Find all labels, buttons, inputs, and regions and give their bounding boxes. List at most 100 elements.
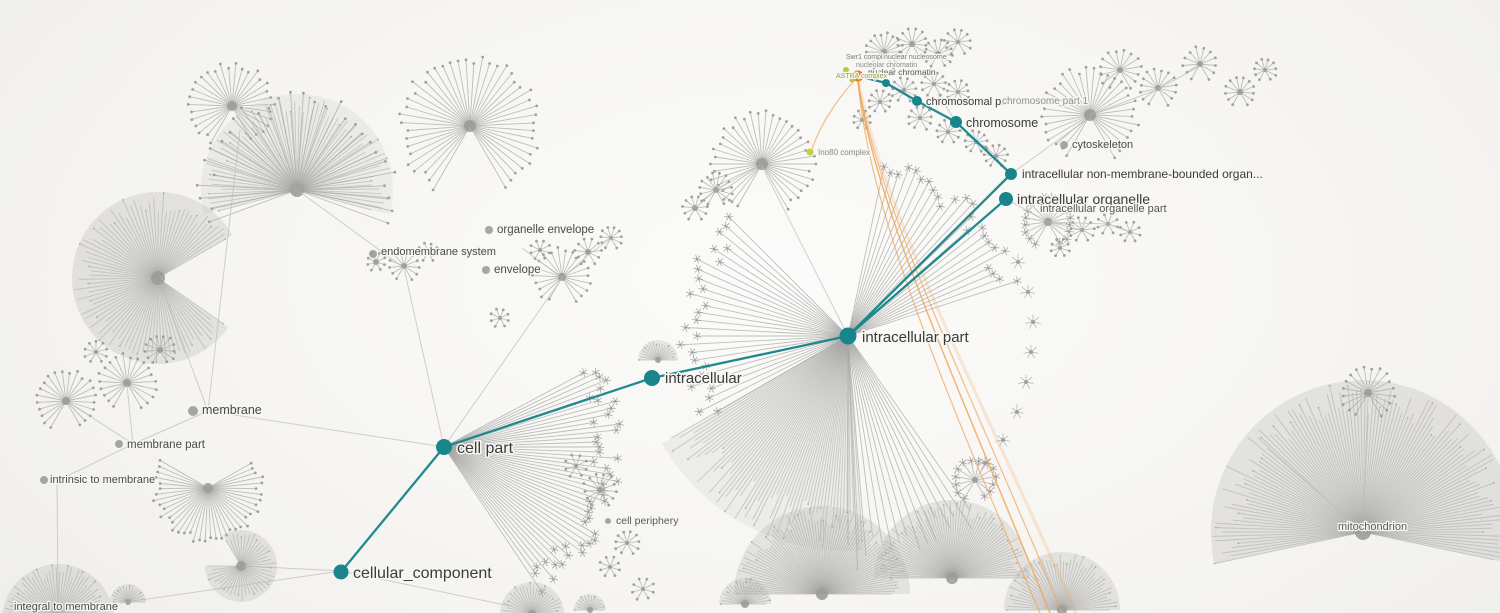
collapsed-cluster[interactable]: [83, 339, 109, 363]
collapsed-cluster[interactable]: [946, 79, 971, 104]
graph-node-cell-part[interactable]: [436, 439, 452, 455]
graph-node-intracellular-part[interactable]: [839, 327, 857, 345]
cluster-center[interactable]: [625, 541, 629, 545]
graph-node-minor[interactable]: [1060, 141, 1068, 149]
collapsed-cluster[interactable]: [863, 31, 904, 71]
collapsed-cluster[interactable]: [1023, 345, 1039, 359]
collapsed-cluster[interactable]: [867, 89, 892, 113]
collapsed-cluster[interactable]: [995, 433, 1010, 447]
collapsed-cluster[interactable]: [1224, 76, 1255, 107]
cluster-center[interactable]: [597, 487, 603, 493]
collapsed-cluster[interactable]: [1069, 216, 1096, 242]
highlight-node[interactable]: [806, 148, 814, 156]
collapsed-cluster[interactable]: [366, 251, 387, 272]
cluster-center[interactable]: [151, 271, 165, 285]
collapsed-cluster[interactable]: [631, 577, 655, 601]
cluster-center[interactable]: [918, 116, 922, 120]
collapsed-cluster[interactable]: [1211, 380, 1500, 565]
collapsed-cluster[interactable]: [573, 237, 603, 266]
collapsed-cluster[interactable]: [573, 594, 606, 613]
cluster-center[interactable]: [426, 250, 430, 254]
collapsed-cluster[interactable]: [675, 212, 849, 417]
collapsed-cluster[interactable]: [205, 529, 277, 602]
graph-node-minor[interactable]: [482, 266, 490, 274]
graph-node-cellular-component[interactable]: [333, 564, 349, 580]
cluster-center[interactable]: [498, 316, 502, 320]
graph-node-minor[interactable]: [485, 226, 493, 234]
cluster-center[interactable]: [994, 154, 998, 158]
collapsed-cluster[interactable]: [709, 109, 818, 211]
cluster-center[interactable]: [1058, 246, 1062, 250]
collapsed-cluster[interactable]: [1011, 254, 1025, 269]
cluster-center[interactable]: [1001, 438, 1005, 442]
cluster-center[interactable]: [1015, 410, 1019, 414]
collapsed-cluster[interactable]: [942, 28, 972, 56]
collapsed-cluster[interactable]: [920, 70, 947, 97]
cluster-center[interactable]: [574, 464, 578, 468]
collapsed-cluster[interactable]: [417, 241, 439, 262]
collapsed-cluster[interactable]: [582, 472, 618, 507]
collapsed-cluster[interactable]: [1020, 284, 1036, 299]
graph-node-minor[interactable]: [188, 406, 198, 416]
collapsed-cluster[interactable]: [599, 226, 623, 250]
cluster-center[interactable]: [902, 88, 906, 92]
cluster-center[interactable]: [1016, 260, 1020, 264]
cluster-center[interactable]: [932, 82, 936, 86]
collapsed-cluster[interactable]: [935, 118, 962, 144]
collapsed-cluster[interactable]: [201, 93, 394, 215]
graph-node-intracellular[interactable]: [644, 370, 660, 386]
cluster-center[interactable]: [816, 588, 828, 600]
collapsed-cluster[interactable]: [661, 335, 864, 552]
cluster-center[interactable]: [946, 572, 958, 584]
collapsed-cluster[interactable]: [1139, 67, 1178, 107]
collapsed-cluster[interactable]: [489, 307, 510, 328]
collapsed-cluster[interactable]: [895, 27, 928, 59]
graph-node-chromosomal-part[interactable]: [912, 96, 922, 106]
collapsed-cluster[interactable]: [598, 555, 621, 578]
cluster-center[interactable]: [94, 350, 98, 354]
cluster-center[interactable]: [956, 90, 960, 94]
cluster-center[interactable]: [464, 120, 476, 132]
cluster-center[interactable]: [123, 379, 131, 387]
collapsed-cluster[interactable]: [1341, 365, 1397, 418]
cluster-center[interactable]: [1197, 61, 1203, 67]
cluster-center[interactable]: [878, 100, 882, 104]
cluster-center[interactable]: [655, 357, 661, 363]
cluster-center[interactable]: [972, 477, 978, 483]
graph-node-chromosome[interactable]: [950, 116, 962, 128]
cluster-center[interactable]: [1117, 67, 1123, 73]
collapsed-cluster[interactable]: [71, 191, 233, 364]
collapsed-cluster[interactable]: [1049, 237, 1071, 257]
cluster-center[interactable]: [641, 587, 645, 591]
cluster-center[interactable]: [935, 51, 941, 57]
highlight-node[interactable]: [843, 67, 849, 73]
collapsed-cluster[interactable]: [1253, 57, 1278, 82]
cluster-center[interactable]: [741, 600, 749, 608]
cluster-center[interactable]: [1029, 350, 1033, 354]
collapsed-cluster[interactable]: [638, 340, 678, 363]
collapsed-cluster[interactable]: [500, 581, 564, 613]
cluster-center[interactable]: [203, 483, 213, 493]
collapsed-cluster[interactable]: [152, 458, 265, 543]
collapsed-cluster[interactable]: [186, 62, 277, 145]
cluster-center[interactable]: [585, 249, 591, 255]
cluster-center[interactable]: [538, 248, 542, 252]
collapsed-cluster[interactable]: [143, 335, 176, 364]
collapsed-cluster[interactable]: [35, 370, 98, 429]
collapsed-cluster[interactable]: [1018, 374, 1034, 389]
cluster-center[interactable]: [528, 610, 536, 613]
graph-node-nucleosome[interactable]: [852, 70, 864, 82]
collapsed-cluster[interactable]: [847, 335, 973, 572]
cluster-center[interactable]: [1026, 290, 1030, 294]
graph-node-non-membrane-organelle[interactable]: [1005, 168, 1017, 180]
collapsed-cluster[interactable]: [951, 456, 1001, 503]
cluster-center[interactable]: [236, 561, 246, 571]
collapsed-cluster[interactable]: [97, 352, 158, 409]
graph-node-chromatin[interactable]: [882, 79, 890, 87]
collapsed-cluster[interactable]: [874, 500, 1030, 584]
cluster-center[interactable]: [956, 40, 960, 44]
cluster-center[interactable]: [1364, 389, 1372, 397]
graph-node-minor[interactable]: [369, 250, 377, 258]
cluster-center[interactable]: [157, 347, 163, 353]
